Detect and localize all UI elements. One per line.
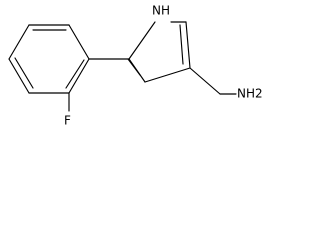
methylene-bond — [189, 67, 221, 95]
fluorine-label: F — [64, 114, 71, 128]
phenyl-double-bond-right — [65, 59, 85, 89]
amine-label: NH2 — [237, 87, 263, 101]
pyrrole-bond-c3-c4 — [144, 67, 191, 83]
pyrrole-nh-label: NH — [152, 4, 170, 18]
pyrrole-double-bond-c4-c5 — [127, 58, 141, 76]
phenyl-bond-lower-left — [8, 58, 30, 94]
phenyl-double-bond-left — [14, 57, 34, 89]
pyrrole-bond-c2-c3 — [185, 21, 191, 69]
molecule-diagram: F NH NH2 — [8, 4, 263, 128]
pyrrole-bond-c5-n1 — [128, 21, 156, 60]
pyrrole-double-bond-c2-c3 — [179, 24, 184, 65]
phenyl-bond-upper-right — [68, 24, 90, 60]
phenyl-bond-upper-left — [8, 24, 30, 60]
chemical-structure-canvas: F NH NH2 — [0, 0, 277, 129]
phenyl-bond-lower-right — [68, 58, 90, 94]
